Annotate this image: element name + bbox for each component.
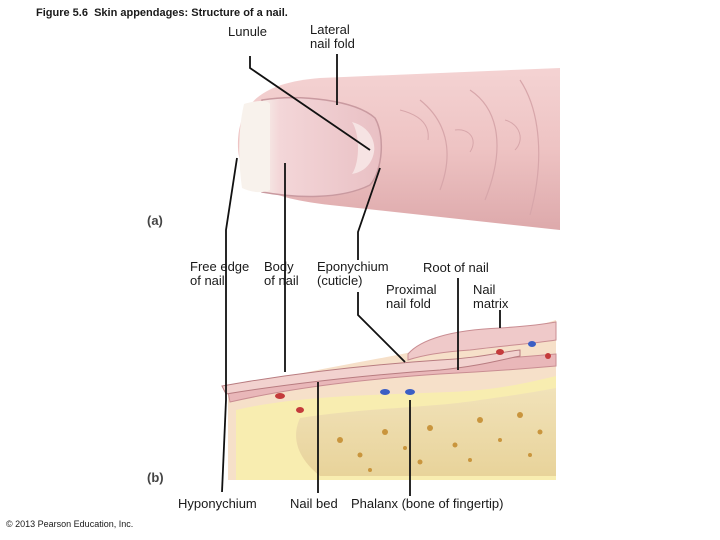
- label-nail-matrix: Nail matrix: [473, 283, 508, 311]
- label-proximal-nail-fold: Proximal nail fold: [386, 283, 437, 311]
- label-lateral-nail-fold: Lateral nail fold: [310, 23, 355, 51]
- label-hyponychium: Hyponychium: [178, 497, 257, 511]
- label-root-of-nail: Root of nail: [423, 261, 489, 275]
- label-lunule: Lunule: [228, 25, 267, 39]
- label-phalanx: Phalanx (bone of fingertip): [351, 497, 503, 511]
- label-eponychium: Eponychium (cuticle): [317, 260, 389, 288]
- label-free-edge: Free edge of nail: [190, 260, 249, 288]
- panel-b-label: (b): [147, 470, 164, 485]
- label-nail-bed: Nail bed: [290, 497, 338, 511]
- figure-title: Figure 5.6 Skin appendages: Structure of…: [36, 6, 288, 20]
- copyright-notice: © 2013 Pearson Education, Inc.: [6, 517, 133, 531]
- panel-a-label: (a): [147, 213, 163, 228]
- finger-section-view: [222, 320, 556, 480]
- label-body-of-nail: Body of nail: [264, 260, 299, 288]
